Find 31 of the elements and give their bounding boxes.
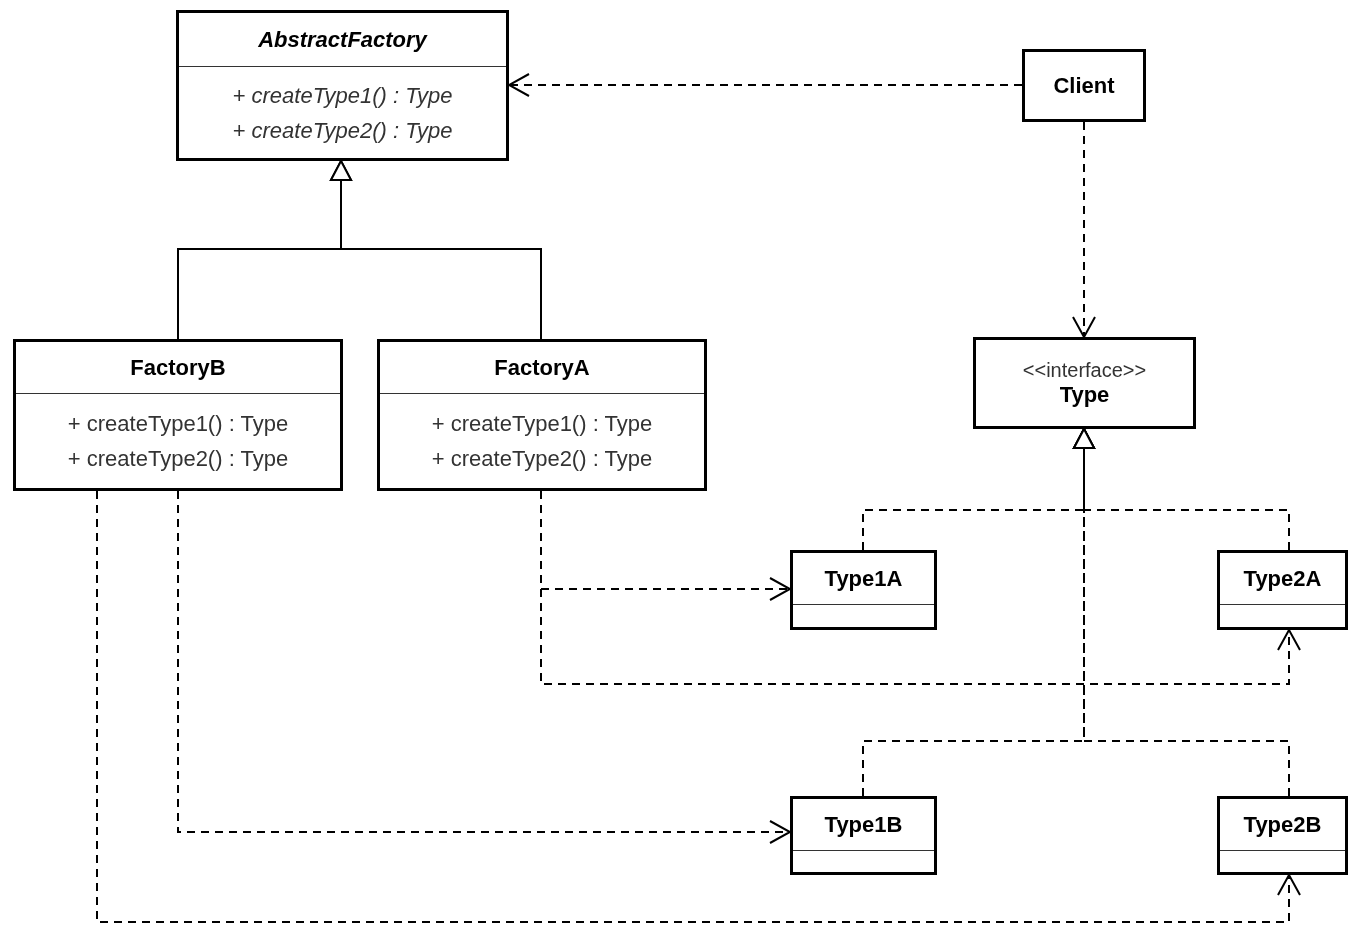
- class-name: Type: [1059, 381, 1110, 408]
- class-box: [973, 337, 1196, 429]
- class-box: [377, 339, 707, 491]
- class-box: [1022, 49, 1146, 122]
- class-name: FactoryA: [494, 354, 590, 381]
- dependency-arrow: [96, 490, 1301, 923]
- class-name: Client: [1053, 72, 1115, 99]
- method-signature: + createType1() : Type: [431, 410, 653, 438]
- dependency-arrow: [177, 490, 791, 844]
- class-name: Type1A: [824, 565, 903, 592]
- method-signature: + createType1() : Type: [232, 81, 453, 110]
- class-box: [790, 796, 937, 875]
- class-box: [1217, 550, 1348, 630]
- class-box: [790, 550, 937, 630]
- dependency-arrow: [1072, 121, 1096, 338]
- method-signature: + createType2() : Type: [431, 445, 653, 473]
- method-signature: + createType1() : Type: [67, 410, 289, 438]
- class-name: Type2A: [1243, 565, 1322, 592]
- dependency-arrow: [508, 73, 1023, 97]
- class-name: AbstractFactory: [258, 26, 427, 53]
- method-signature: + createType2() : Type: [67, 445, 289, 473]
- stereotype-label: <<interface>>: [1022, 358, 1147, 382]
- realization-arrow: [1073, 428, 1290, 797]
- inheritance-arrow: [330, 160, 542, 340]
- class-name: Type2B: [1243, 811, 1322, 838]
- class-name: FactoryB: [130, 354, 226, 381]
- class-box: [1217, 796, 1348, 875]
- class-box: [176, 10, 509, 161]
- class-box: [13, 339, 343, 491]
- method-signature: + createType2() : Type: [232, 116, 453, 145]
- class-name: Type1B: [824, 811, 903, 838]
